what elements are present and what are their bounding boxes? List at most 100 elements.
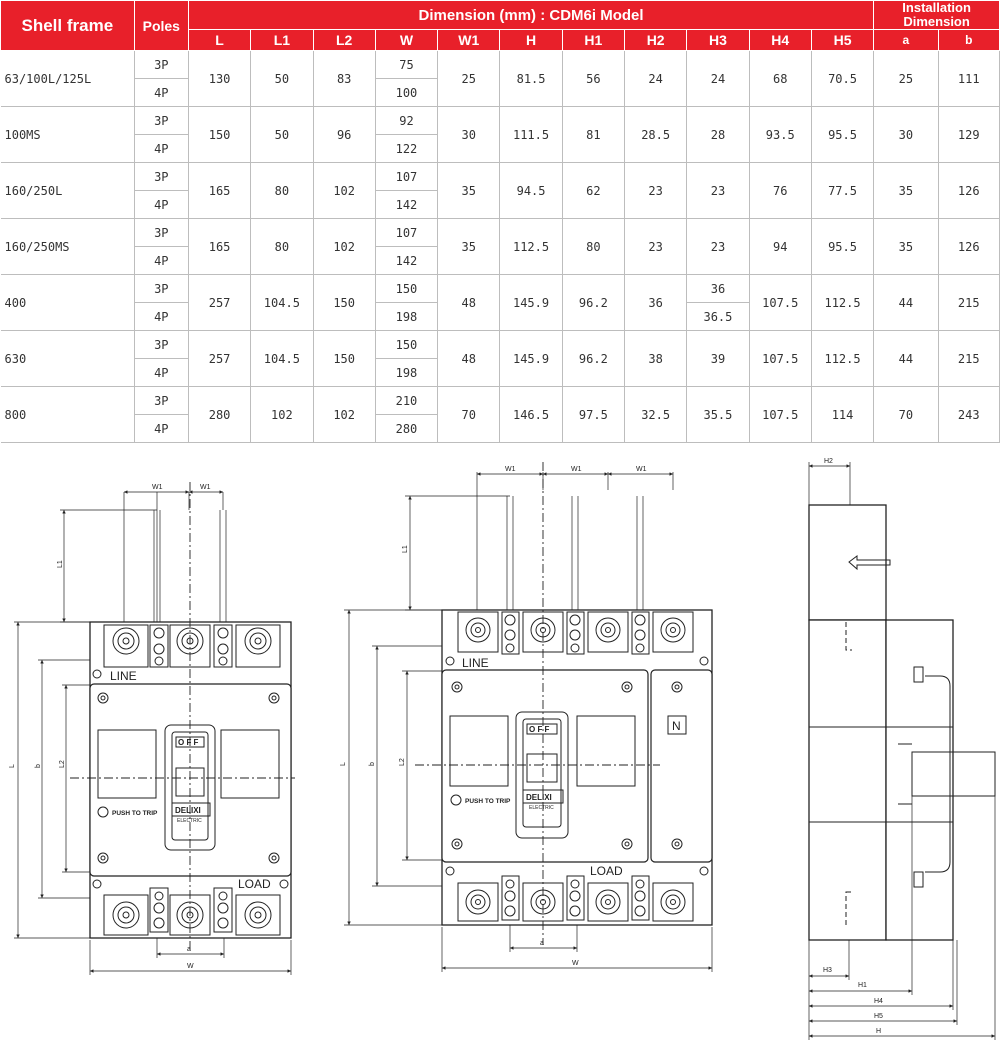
- cell-w1: 25: [437, 50, 501, 107]
- label-l2-3p: L2: [59, 760, 66, 768]
- cell-l: 150: [187, 106, 252, 163]
- label-l-3p: L: [9, 764, 16, 768]
- load-terminals-4p: [457, 875, 694, 922]
- cell-a: 25: [873, 50, 939, 107]
- column-header-w1: W1: [437, 29, 501, 51]
- cell-h1: 56: [561, 50, 626, 107]
- cell-h2: 36: [623, 274, 688, 331]
- column-header-install-b: b: [937, 29, 1000, 51]
- header-shell-frame: Shell frame: [0, 0, 135, 51]
- line-label-4p: LINE: [462, 656, 489, 670]
- label-l-4p: L: [340, 762, 347, 766]
- cell-b: 126: [937, 162, 1000, 219]
- push-to-trip-button-icon[interactable]: [97, 806, 109, 818]
- cell-w1: 48: [437, 330, 501, 387]
- cell-l2: 150: [312, 274, 376, 331]
- cell-w: 198: [374, 358, 439, 387]
- cell-l: 165: [187, 162, 252, 219]
- cell-l1: 102: [250, 386, 314, 443]
- brand-label-3p: DELIXI: [175, 806, 201, 815]
- window-left-4p: [449, 715, 509, 787]
- cell-l2: 102: [312, 386, 376, 443]
- label-h: H: [876, 1028, 881, 1035]
- cell-h: 145.9: [499, 274, 563, 331]
- handle-4p[interactable]: [526, 753, 558, 783]
- cell-b: 215: [937, 330, 1000, 387]
- column-header-l: L: [187, 29, 252, 51]
- cell-w: 142: [374, 246, 439, 275]
- column-header-w: W: [374, 29, 439, 51]
- column-header-install-a: a: [873, 29, 939, 51]
- cell-h1: 62: [561, 162, 626, 219]
- cell-h: 81.5: [499, 50, 563, 107]
- label-a-4p: a: [540, 940, 544, 947]
- dimension-table: Shell frame Poles Dimension (mm) : CDM6i…: [0, 0, 1000, 443]
- front-view-4p: W1 W1 W1 L1 L b L2 a W: [340, 462, 713, 972]
- handle-side[interactable]: [952, 751, 996, 797]
- window-right-3p: [220, 729, 280, 799]
- cell-l1: 50: [250, 50, 314, 107]
- cell-shell-frame: 160/250L: [0, 162, 135, 219]
- window-left-3p: [97, 729, 157, 799]
- cell-h2: 28.5: [623, 106, 688, 163]
- cell-l: 257: [187, 330, 252, 387]
- cell-poles: 4P: [133, 302, 189, 331]
- cell-w: 75: [374, 50, 439, 79]
- cell-l2: 150: [312, 330, 376, 387]
- column-header-h5: H5: [810, 29, 875, 51]
- label-w1-4p-b: W1: [571, 466, 582, 473]
- cell-b: 126: [937, 218, 1000, 275]
- cell-shell-frame: 100MS: [0, 106, 135, 163]
- column-header-h4: H4: [748, 29, 812, 51]
- cell-poles: 3P: [133, 274, 189, 303]
- cell-l2: 102: [312, 218, 376, 275]
- cell-shell-frame: 400: [0, 274, 135, 331]
- cell-a: 70: [873, 386, 939, 443]
- label-h3: H3: [823, 967, 832, 974]
- window-right-4p: [576, 715, 636, 787]
- cell-shell-frame: 800: [0, 386, 135, 443]
- brand-label-4p: DELIXI: [526, 793, 552, 802]
- cell-h: 146.5: [499, 386, 563, 443]
- cell-h5: 112.5: [810, 274, 875, 331]
- cell-h4: 107.5: [748, 274, 812, 331]
- cell-h3: 23: [686, 162, 750, 219]
- label-l1-4p: L1: [402, 545, 409, 553]
- cell-h5: 95.5: [810, 218, 875, 275]
- cell-w: 150: [374, 274, 439, 303]
- cell-l1: 104.5: [250, 330, 314, 387]
- off-on-label-4p: O F F: [529, 725, 550, 734]
- line-terminals-3p: [103, 624, 281, 668]
- front-cover-4p: [441, 669, 649, 863]
- cell-poles: 3P: [133, 330, 189, 359]
- cell-h: 145.9: [499, 330, 563, 387]
- column-header-l1: L1: [250, 29, 314, 51]
- cell-b: 215: [937, 274, 1000, 331]
- cell-l1: 104.5: [250, 274, 314, 331]
- cell-l2: 96: [312, 106, 376, 163]
- cell-w1: 35: [437, 162, 501, 219]
- label-h5: H5: [874, 1013, 883, 1020]
- cell-w: 198: [374, 302, 439, 331]
- push-to-trip-label-4p: PUSH TO TRIP: [465, 798, 511, 805]
- cell-h3: 39: [686, 330, 750, 387]
- mounting-hole-icon: [92, 669, 102, 679]
- push-to-trip-button-icon[interactable]: [450, 794, 462, 806]
- label-h4: H4: [874, 998, 883, 1005]
- label-h2: H2: [824, 458, 833, 465]
- cell-h3: 36: [686, 274, 750, 303]
- handle-housing-4p: [515, 711, 569, 839]
- cell-poles: 4P: [133, 414, 189, 443]
- cell-a: 35: [873, 218, 939, 275]
- cell-h1: 96.2: [561, 330, 626, 387]
- cell-h1: 80: [561, 218, 626, 275]
- arrow-left-icon: [848, 555, 891, 571]
- cell-h5: 112.5: [810, 330, 875, 387]
- cell-h: 111.5: [499, 106, 563, 163]
